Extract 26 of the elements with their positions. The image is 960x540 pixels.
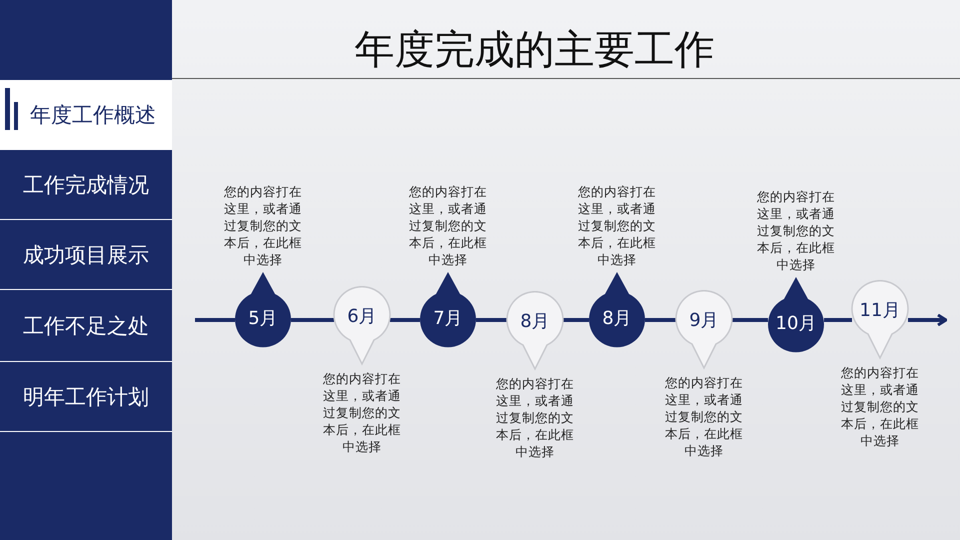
description-text: 您的内容打在这里，或者通过复制您的文本后，在此框中选择 [840,364,920,449]
month-pin: 11月 [848,280,912,360]
timeline-arrow [908,314,948,326]
selected-menu-item: 年度工作概述 [0,80,172,150]
description-text: 您的内容打在这里，或者通过复制您的文本后，在此框中选择 [577,183,657,268]
slide-title: 年度完成的主要工作 [354,26,716,75]
timeline-line [645,318,676,322]
menu-item: 工作完成情况 [0,150,172,220]
timeline-line [390,318,420,322]
timeline-line [563,318,589,322]
menu-item: 明年工作计划 [0,362,172,432]
timeline-line [732,318,768,322]
timeline-line [824,318,852,322]
timeline-line [291,318,334,322]
timeline-line [476,318,507,322]
month-pin: 6月 [330,286,394,366]
timeline-line [195,318,235,322]
description-text: 您的内容打在这里，或者通过复制您的文本后，在此框中选择 [408,183,488,268]
menu-item: 成功项目展示 [0,220,172,290]
month-pin: 8月 [503,291,567,371]
description-text: 您的内容打在这里，或者通过复制您的文本后，在此框中选择 [756,188,836,273]
description-text: 您的内容打在这里，或者通过复制您的文本后，在此框中选择 [664,374,744,459]
description-text: 您的内容打在这里，或者通过复制您的文本后，在此框中选择 [495,375,575,460]
menu-item: 工作不足之处 [0,290,172,362]
description-text: 您的内容打在这里，或者通过复制您的文本后，在此框中选择 [223,183,303,268]
description-text: 您的内容打在这里，或者通过复制您的文本后，在此框中选择 [322,370,402,455]
